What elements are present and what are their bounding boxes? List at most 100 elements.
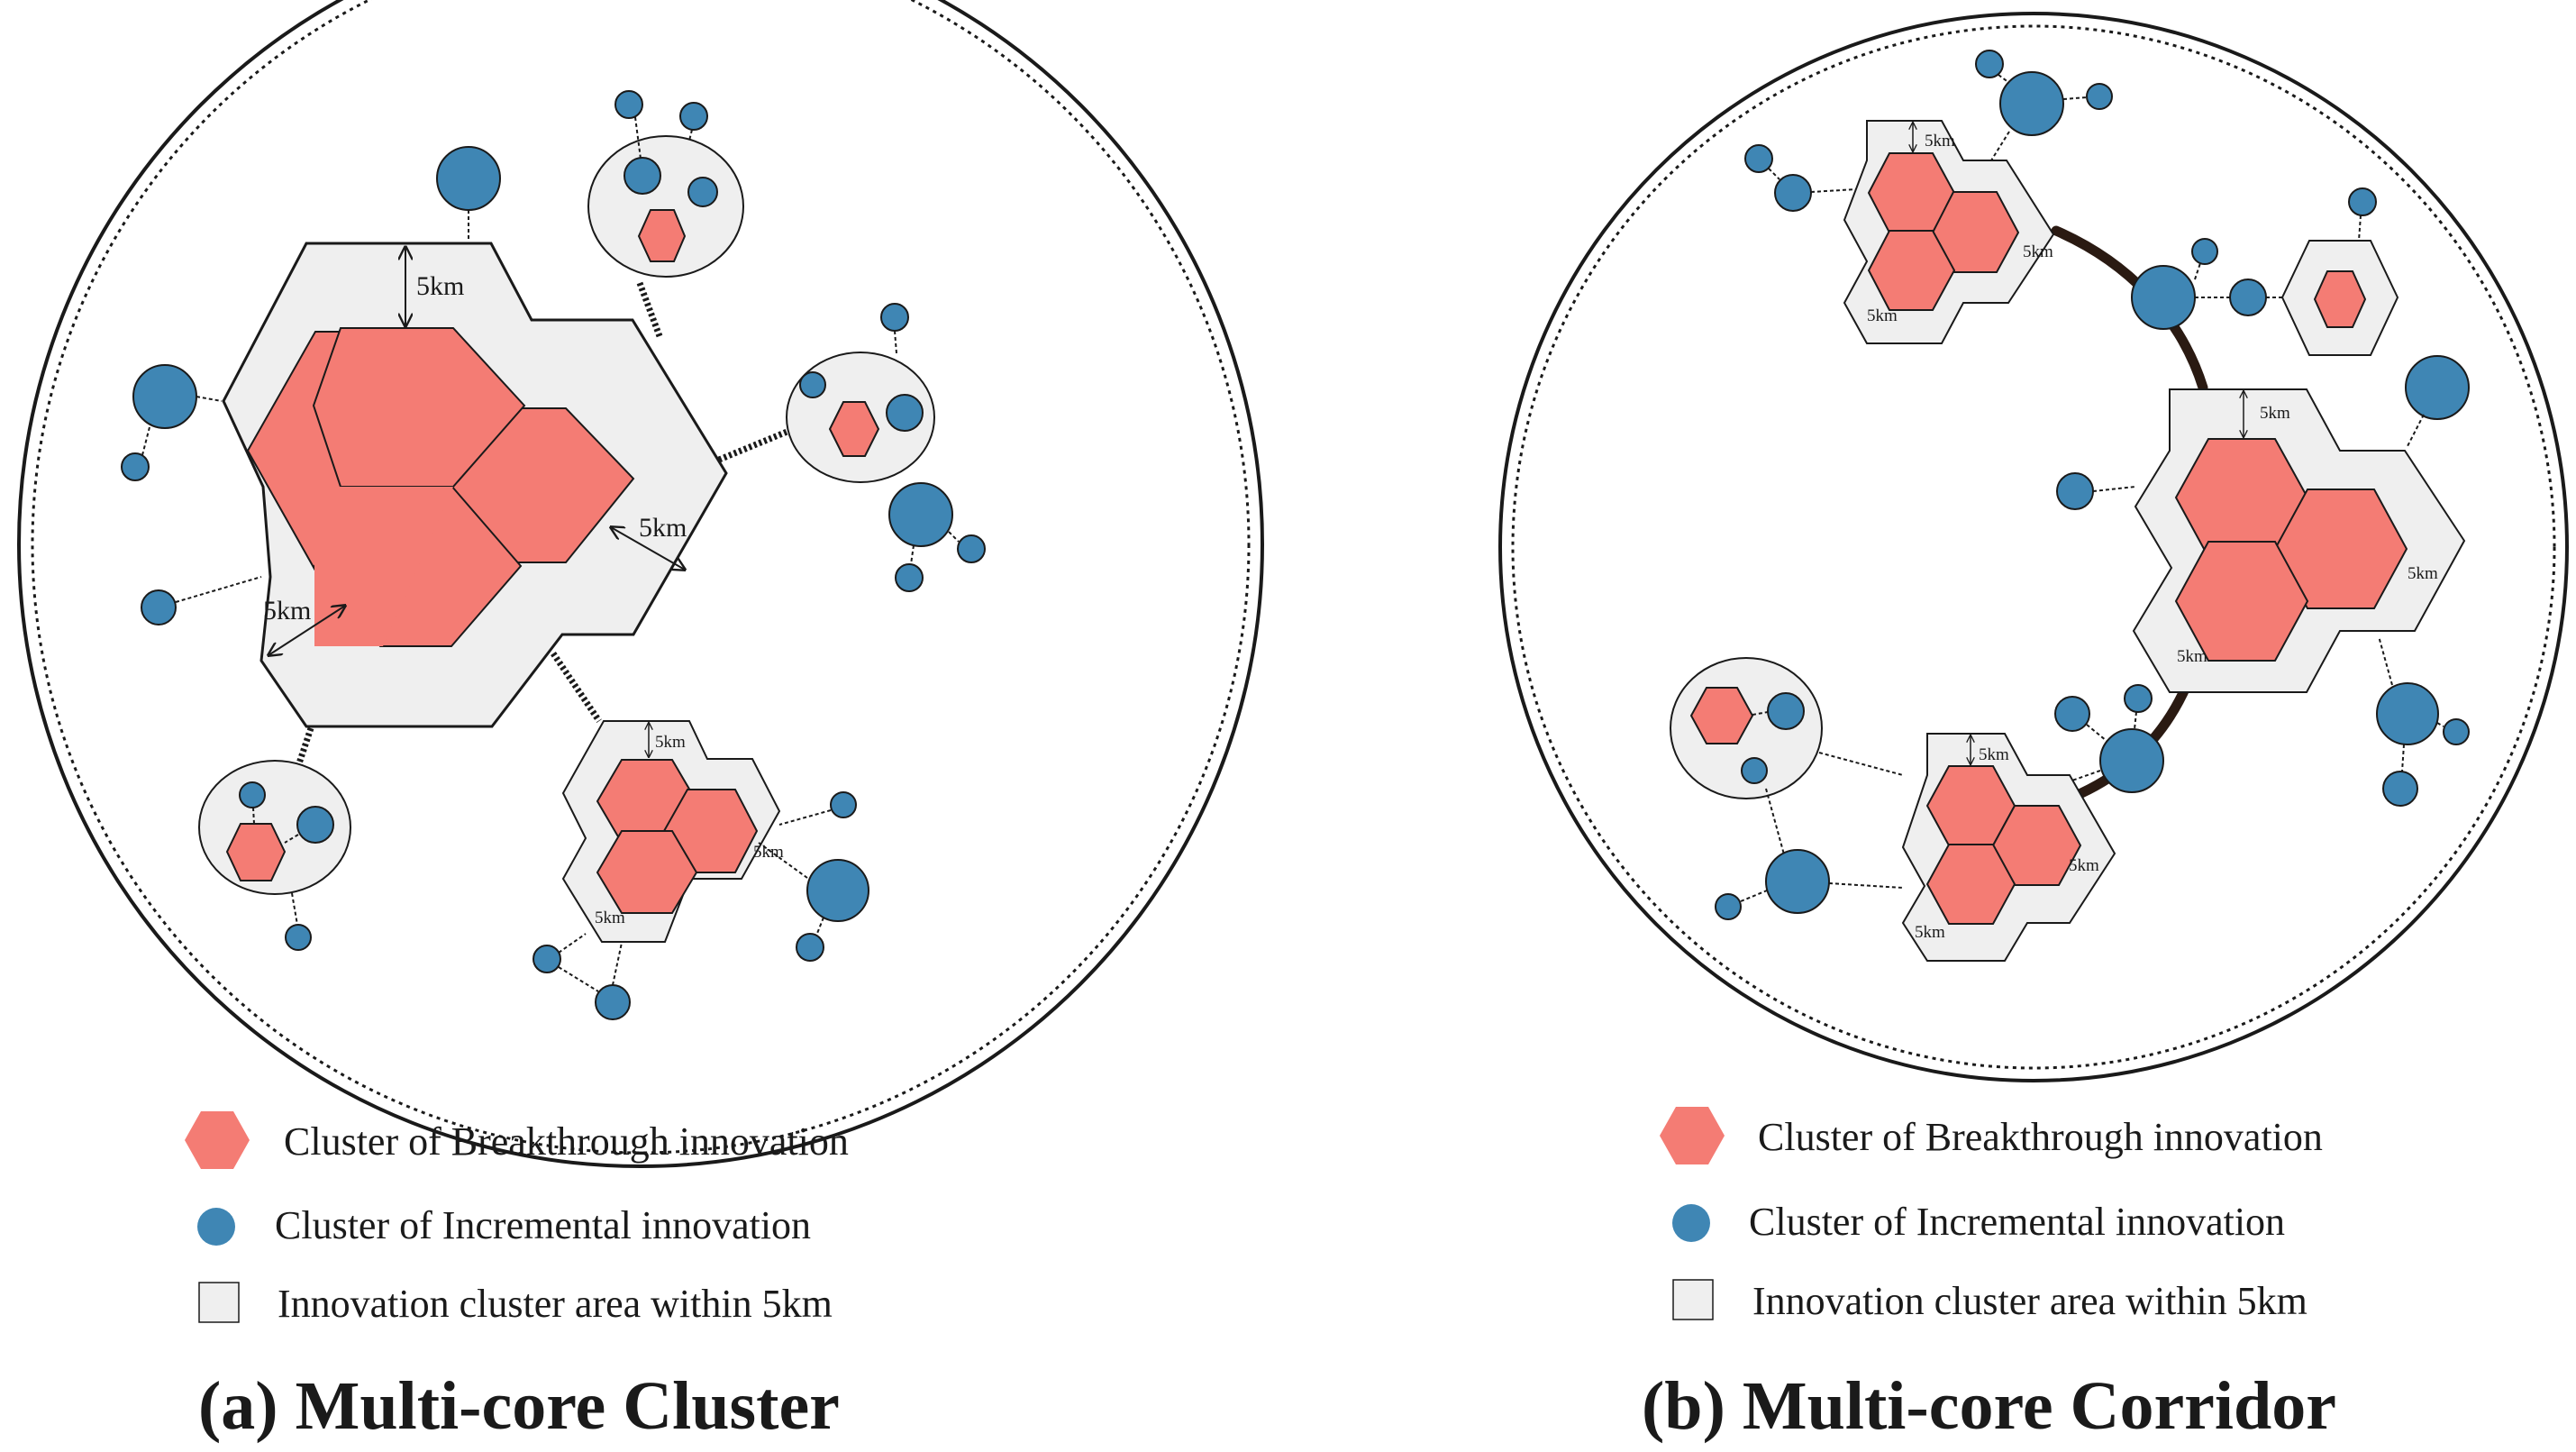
panel-a-incremental-circle (141, 589, 177, 626)
panel-a-dashed-link (196, 396, 223, 402)
panel-b-incremental-circle (2131, 265, 2196, 330)
panel-a-incremental-circle (121, 452, 150, 481)
panel-b-incremental-circle (2348, 187, 2377, 216)
panel-b-dashed-link (1810, 188, 1857, 193)
panel-b-breakthrough-hexagon (1867, 230, 1956, 311)
panel-a-breakthrough-hexagon (637, 209, 687, 262)
panel-a-incremental-circle (532, 945, 561, 973)
panel-a-dashed-link (894, 330, 897, 354)
panel-b-distance-label: 5km (2177, 647, 2207, 666)
panel-b-dashed-link (1990, 131, 2010, 161)
panel-a-incremental-circle (614, 90, 643, 119)
panel-a-dashed-link (558, 966, 599, 992)
panel-a-dashed-link (284, 834, 299, 844)
panel-b-outer-ring (1498, 12, 2569, 1082)
panel-b-incremental-circle (1767, 692, 1805, 730)
panel-b-incremental-circle (2382, 771, 2418, 807)
panel-b-incremental-circle (2191, 238, 2218, 265)
panel-a-incremental-circle (796, 933, 824, 962)
panel-b-legend-hexagon-icon (1660, 1107, 1725, 1164)
panel-a-incremental-circle (679, 102, 708, 131)
panel-b-dashed-link (2378, 635, 2393, 686)
panel-b-distance-label: 5km (2023, 242, 2053, 261)
panel-a-incremental-circle (830, 791, 857, 818)
panel-b-incremental-circle (1975, 50, 2004, 78)
panel-b-distance-label: 5km (2069, 856, 2099, 875)
panel-a-dashed-link (948, 531, 960, 543)
panel-a-distance-label: 5km (416, 271, 464, 301)
panel-b-dashed-link (1828, 882, 1904, 889)
panel-b-distance-label: 5km (1925, 132, 1955, 151)
panel-b-dashed-link (2086, 724, 2107, 742)
panel-a-incremental-circle (687, 177, 718, 207)
panel-b-incremental-circle (2443, 718, 2470, 745)
panel-a-dashed-link (141, 423, 151, 456)
panel-a-incremental-circle (799, 371, 826, 398)
panel-a-distance-label: 5km (595, 909, 625, 927)
panel-b-incremental-circle (1774, 174, 1812, 212)
panel-a-incremental-circle (806, 859, 869, 922)
panel-b-incremental-circle (1765, 849, 1830, 914)
panel-b-legend-square-icon (1672, 1279, 1714, 1320)
panel-a-legend-circle-icon (197, 1208, 235, 1246)
panel-a-incremental-circle (132, 364, 197, 429)
panel-b-dashed-link (1740, 890, 1768, 902)
panel-b-distance-label: 5km (2408, 564, 2438, 583)
panel-a-breakthrough-hexagon (828, 401, 880, 457)
panel-a-incremental-circle (285, 924, 312, 951)
panel-b-distance-label: 5km (2260, 404, 2290, 423)
panel-b-incremental-circle (2124, 684, 2153, 713)
panel-a-legend-square-icon (198, 1282, 240, 1323)
panel-b-incremental-circle (1744, 144, 1773, 173)
panel-b-dashed-link (1752, 711, 1769, 716)
panel-b-dashed-link (2436, 722, 2444, 727)
panel-a-dashed-link (910, 544, 915, 565)
panel-a-cluster-link (295, 726, 314, 768)
panel-b-dashed-link (2401, 744, 2405, 772)
panel-b-incremental-circle (1715, 893, 1742, 920)
panel-a-incremental-circle (888, 482, 953, 547)
panel-b-incremental-circle (2054, 696, 2090, 732)
panel-a-incremental-circle (624, 157, 661, 195)
panel-a-incremental-circle (436, 146, 501, 211)
panel-a-incremental-circle (957, 534, 986, 563)
panel-a-incremental-circle (239, 781, 266, 808)
panel-a-incremental-circle (880, 303, 909, 332)
panel-b-dashed-link (2407, 414, 2425, 447)
panel-a-distance-arrow (611, 527, 685, 570)
panel-b-dashed-link (2194, 262, 2201, 280)
panel-b-breakthrough-hexagon (1925, 844, 2016, 925)
panel-a-incremental-circle (595, 984, 631, 1020)
panel-b-distance-label: 5km (1867, 306, 1898, 325)
panel-a-distance-label: 5km (655, 733, 686, 752)
panel-a-distance-label: 5km (263, 596, 311, 626)
panel-a-dashed-link (612, 942, 623, 986)
panel-a-cluster-link (717, 427, 791, 463)
panel-a-dashed-link (778, 809, 832, 826)
panel-a-title: (a) Multi-core Cluster (198, 1368, 840, 1444)
panel-a-legend-incremental-label: Cluster of Incremental innovation (275, 1203, 811, 1247)
panel-b-incremental-circle (2376, 682, 2439, 745)
panel-b-incremental-circle (2099, 728, 2164, 793)
panel-b-dashed-link (2092, 486, 2136, 492)
panel-b-title: (b) Multi-core Corridor (1642, 1368, 2336, 1444)
panel-b-incremental-circle (1999, 71, 2064, 136)
panel-a-dashed-link (558, 933, 587, 954)
panel-b-breakthrough-hexagon (2313, 270, 2367, 328)
panel-a-breakthrough-hexagon (225, 823, 287, 881)
panel-b-legend-circle-icon (1672, 1204, 1710, 1242)
panel-a-legend-hexagon-icon (185, 1111, 250, 1169)
panel-b-incremental-circle (2229, 279, 2267, 316)
panel-a-legend-area-label: Innovation cluster area within 5km (278, 1282, 833, 1326)
panel-b-breakthrough-hexagon (1689, 687, 1754, 744)
panel-b-breakthrough-hexagon (2174, 541, 2309, 662)
panel-a-dashed-link (688, 129, 693, 142)
panel-a-cluster-link (636, 281, 663, 338)
panel-a-dashed-link (291, 892, 298, 926)
panel-b-distance-label: 5km (1915, 923, 1945, 942)
panel-b: 5km 5km 5km 5km 5km 5km (1498, 12, 2569, 1444)
panel-a: 5km 5km 5km (17, 0, 1264, 1444)
panel-a-distance-label: 5km (639, 513, 687, 543)
panel-b-incremental-circle (2086, 83, 2113, 110)
panel-a-breakthrough-hexagon (596, 830, 698, 914)
